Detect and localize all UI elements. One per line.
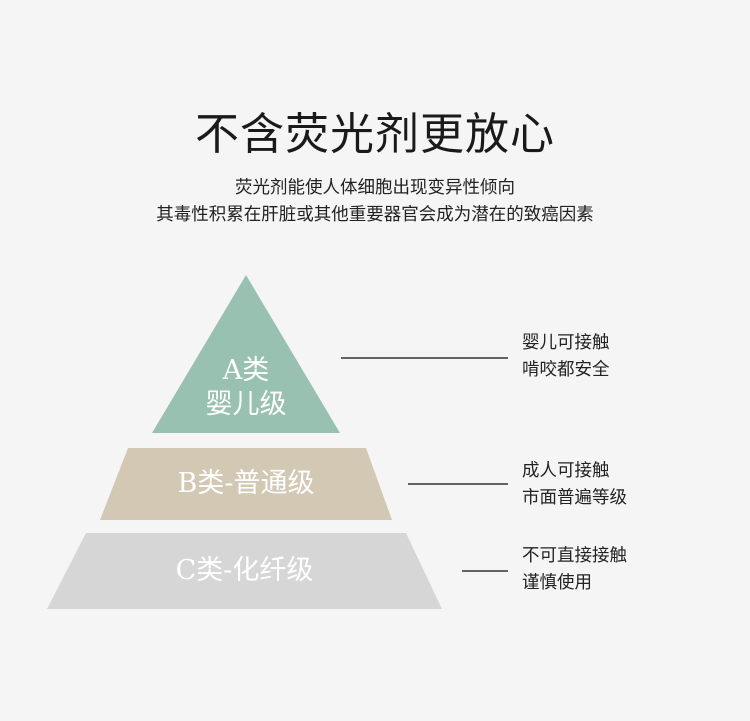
tier-c-desc-line-2: 谨慎使用 [522, 573, 592, 593]
subtitle-line-1: 荧光剂能使人体细胞出现变异性倾向 [235, 178, 515, 198]
tier-a-desc-line-1: 婴儿可接触 [522, 333, 610, 353]
tier-b-description: 成人可接触 市面普遍等级 [522, 458, 627, 512]
tier-b-label: B类-普通级 [177, 468, 315, 499]
tier-a-desc-line-2: 啃咬都安全 [522, 360, 610, 380]
tier-a-description: 婴儿可接触 啃咬都安全 [522, 330, 610, 384]
page-title: 不含荧光剂更放心 [195, 109, 555, 160]
tier-a-triangle [152, 275, 340, 433]
tier-b-desc-line-2: 市面普遍等级 [522, 488, 627, 508]
tier-a-label: A类 婴儿级 [176, 354, 316, 422]
tier-a-grade: 婴儿级 [205, 389, 287, 420]
tier-c-label: C类-化纤级 [175, 555, 314, 586]
tier-b-desc-line-1: 成人可接触 [522, 461, 610, 481]
tier-c-description: 不可直接接触 谨慎使用 [522, 543, 627, 597]
tier-a-class: A类 [222, 355, 270, 386]
tier-c-desc-line-1: 不可直接接触 [522, 546, 627, 566]
tier-c-trapezoid [47, 533, 442, 609]
subtitle-line-2: 其毒性积累在肝脏或其他重要器官会成为潜在的致癌因素 [156, 205, 594, 225]
tier-b-trapezoid [100, 448, 392, 520]
